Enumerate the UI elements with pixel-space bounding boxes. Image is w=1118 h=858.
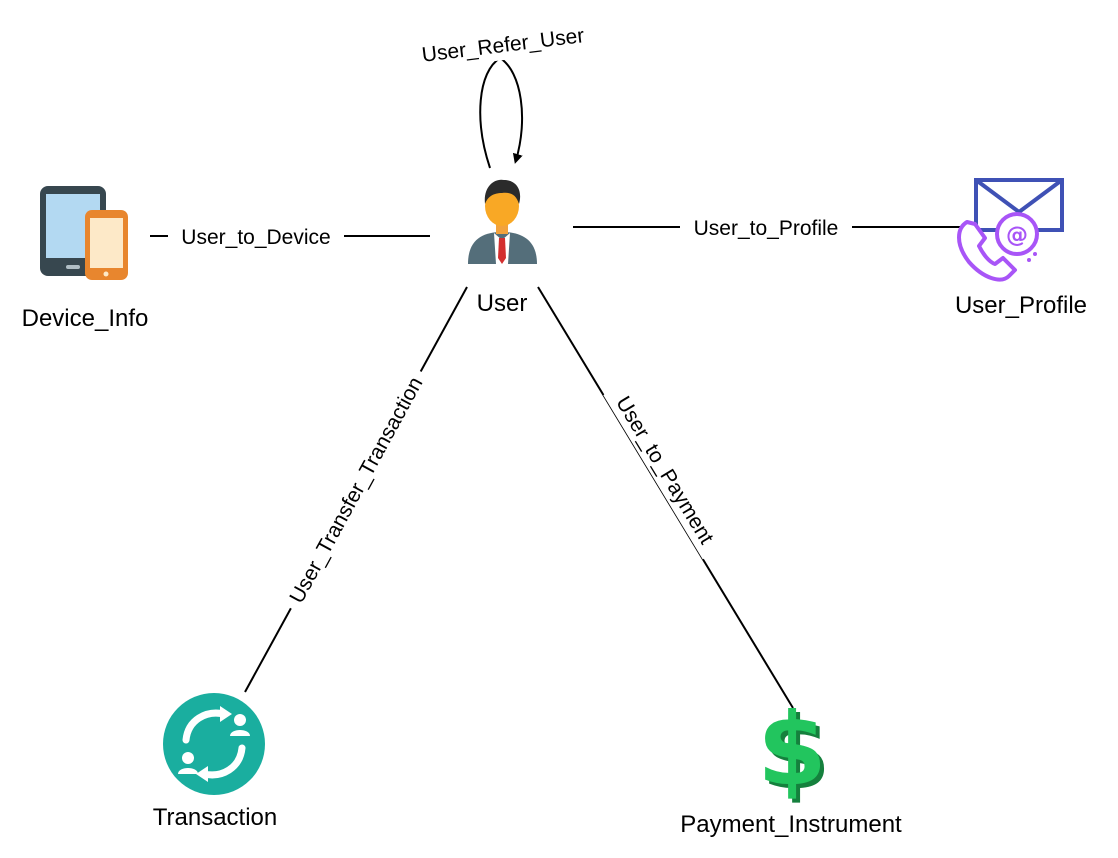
edge-label-user-to-profile: User_to_Profile — [694, 217, 839, 240]
edge-label-user-to-device: User_to_Device — [181, 226, 330, 249]
edge-user-to-profile[interactable]: User_to_Profile — [573, 213, 960, 241]
tablet-and-phone-icon[interactable] — [40, 186, 128, 280]
node-label-payment-instrument[interactable]: Payment_Instrument — [680, 811, 902, 838]
edge-label-user-transfer-transaction: User_Transfer_Transaction — [285, 373, 427, 607]
edge-user-to-payment[interactable]: User_to_Payment — [537, 286, 794, 709]
node-label-device-info[interactable]: Device_Info — [21, 305, 149, 332]
exchange-users-icon[interactable] — [163, 693, 265, 795]
edge-label-user-to-payment: User_to_Payment — [611, 392, 718, 548]
businessman-icon[interactable] — [468, 179, 537, 264]
node-label-user[interactable]: User — [476, 290, 528, 317]
edge-user-refer-user[interactable]: User_Refer_User — [409, 18, 597, 169]
edge-user-transfer-transaction[interactable]: User_Transfer_Transaction — [244, 286, 468, 693]
mail-and-phone-icon[interactable]: @ — [957, 178, 1064, 282]
dollar-sign-icon[interactable]: $ $ — [757, 691, 831, 812]
node-label-user-profile[interactable]: User_Profile — [954, 292, 1088, 319]
svg-text:$: $ — [757, 691, 827, 808]
svg-text:@: @ — [1006, 223, 1028, 248]
edge-user-to-device[interactable]: User_to_Device — [150, 222, 430, 250]
svg-text:$: $ — [761, 695, 831, 812]
node-label-transaction[interactable]: Transaction — [152, 804, 278, 831]
